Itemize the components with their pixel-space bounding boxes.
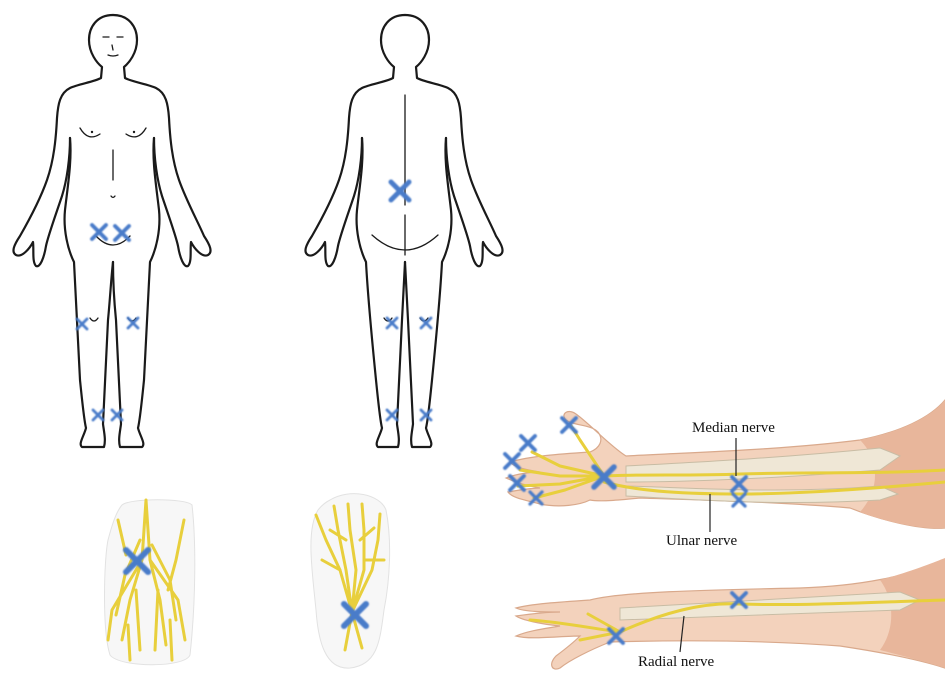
marker-front-groin-right [115, 226, 129, 240]
body-back-figure [305, 15, 502, 447]
marker-back-ankle-right [421, 410, 431, 420]
ulnar-nerve-label: Ulnar nerve [666, 533, 738, 549]
arm-posterior-illustration [516, 558, 945, 669]
foot-dorsal-nerves [105, 500, 195, 665]
marker-front-knee-right [128, 318, 138, 328]
marker-front-knee-left [77, 319, 87, 329]
marker-hand-index [521, 436, 535, 450]
marker-back-lumbar [391, 182, 409, 200]
radial-nerve-label: Radial nerve [638, 654, 715, 670]
marker-front-groin-left [92, 225, 106, 239]
marker-back-ankle-left [387, 410, 397, 420]
foot-plantar-nerves [311, 494, 390, 668]
marker-back-knee-left [387, 318, 397, 328]
body-front-figure [13, 15, 210, 447]
marker-front-ankle-left [93, 410, 103, 420]
median-nerve-label: Median nerve [692, 420, 775, 436]
